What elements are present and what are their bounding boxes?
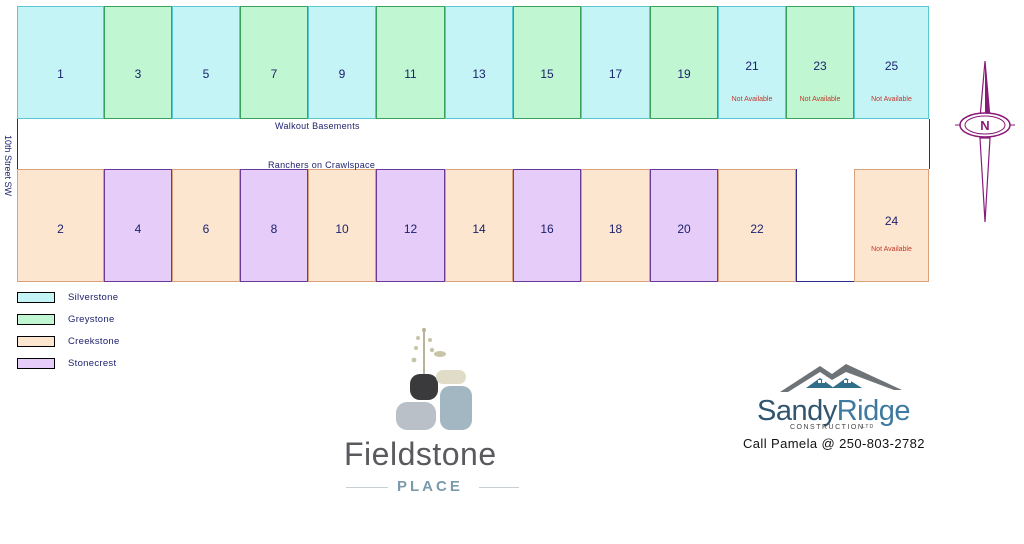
lot-2: 2 <box>17 169 104 282</box>
lot-number: 13 <box>472 67 486 81</box>
lot-number: 5 <box>202 67 210 81</box>
legend-swatch-silverstone <box>17 292 55 303</box>
fieldstone-sub: PLACE <box>397 478 463 495</box>
not-available-label: Not Available <box>871 96 912 103</box>
lot-number: 4 <box>134 222 142 236</box>
sandyridge-name-ridge: Ridge <box>836 395 911 427</box>
lot-number: 3 <box>134 67 142 81</box>
lot-1: 1 <box>17 6 104 119</box>
lot-15: 15 <box>513 6 581 119</box>
legend-label-silverstone: Silverstone <box>68 292 119 303</box>
lot-number: 21 <box>745 59 759 73</box>
not-available-label: Not Available <box>799 96 841 103</box>
legend-label-stonecrest: Stonecrest <box>68 358 117 369</box>
lot-number: 7 <box>270 67 278 81</box>
legend-label-greystone: Greystone <box>68 314 115 325</box>
lot-number: 10 <box>335 222 349 236</box>
lot-number: 11 <box>404 67 417 81</box>
lot-number: 19 <box>677 67 691 81</box>
fieldstone-divider-left <box>346 487 388 488</box>
lot-19: 19 <box>650 6 718 119</box>
lot-number: 25 <box>884 59 899 73</box>
lot-number: 20 <box>677 222 691 236</box>
sandyridge-ltd: LTD <box>862 424 875 430</box>
lot-13: 13 <box>445 6 513 119</box>
fieldstone-stones-icon <box>396 328 472 430</box>
lot-22: 22 <box>718 169 796 282</box>
road-notch <box>796 169 854 282</box>
lot-10: 10 <box>308 169 376 282</box>
lot-17: 17 <box>581 6 650 119</box>
lot-number: 15 <box>540 67 554 81</box>
lot-9: 9 <box>308 6 376 119</box>
lot-7: 7 <box>240 6 308 119</box>
lot-number: 16 <box>540 222 554 236</box>
lot-number: 23 <box>813 59 827 73</box>
legend-label-creekstone: Creekstone <box>68 336 120 347</box>
sandyridge-name: SandyRidge <box>757 395 911 428</box>
lot-6: 6 <box>172 169 240 282</box>
road <box>17 119 930 169</box>
compass-letter: N <box>980 118 989 133</box>
not-available-label: Not Available <box>731 96 773 103</box>
lot-20: 20 <box>650 169 718 282</box>
lot-number: 9 <box>338 67 346 81</box>
lot-12: 12 <box>376 169 445 282</box>
lot-number: 14 <box>472 222 486 236</box>
sandyridge-name-sandy: Sandy <box>757 395 837 427</box>
house-roof-icon <box>780 364 902 392</box>
lot-3: 3 <box>104 6 172 119</box>
lot-14: 14 <box>445 169 513 282</box>
fieldstone-divider-right <box>479 487 519 488</box>
lot-number: 8 <box>270 222 278 236</box>
legend-swatch-stonecrest <box>17 358 55 369</box>
lot-number: 6 <box>202 222 210 236</box>
legend-swatch-greystone <box>17 314 55 325</box>
walkout-basements-label: Walkout Basements <box>275 121 360 131</box>
lot-8: 8 <box>240 169 308 282</box>
north-arrow-icon: N <box>955 60 1015 223</box>
fieldstone-name: Fieldstone <box>344 436 497 472</box>
legend-swatch-creekstone <box>17 336 55 347</box>
lot-18: 18 <box>581 169 650 282</box>
lot-number: 2 <box>57 222 64 236</box>
lot-number: 22 <box>750 222 764 236</box>
ranchers-label: Ranchers on Crawlspace <box>268 160 376 170</box>
contact-phone: Call Pamela @ 250-803-2782 <box>743 436 925 451</box>
lot-4: 4 <box>104 169 172 282</box>
lot-5: 5 <box>172 6 240 119</box>
lot-number: 17 <box>608 67 623 81</box>
lot-11: 11 <box>376 6 445 119</box>
lot-number: 1 <box>57 67 64 81</box>
lot-number: 24 <box>884 214 899 228</box>
street-label: 10th Street SW <box>3 135 13 197</box>
lot-number: 18 <box>608 222 623 236</box>
not-available-label: Not Available <box>871 246 912 253</box>
lot-16: 16 <box>513 169 581 282</box>
sandyridge-sub: CONSTRUCTION <box>790 424 865 431</box>
lot-number: 12 <box>403 222 418 236</box>
